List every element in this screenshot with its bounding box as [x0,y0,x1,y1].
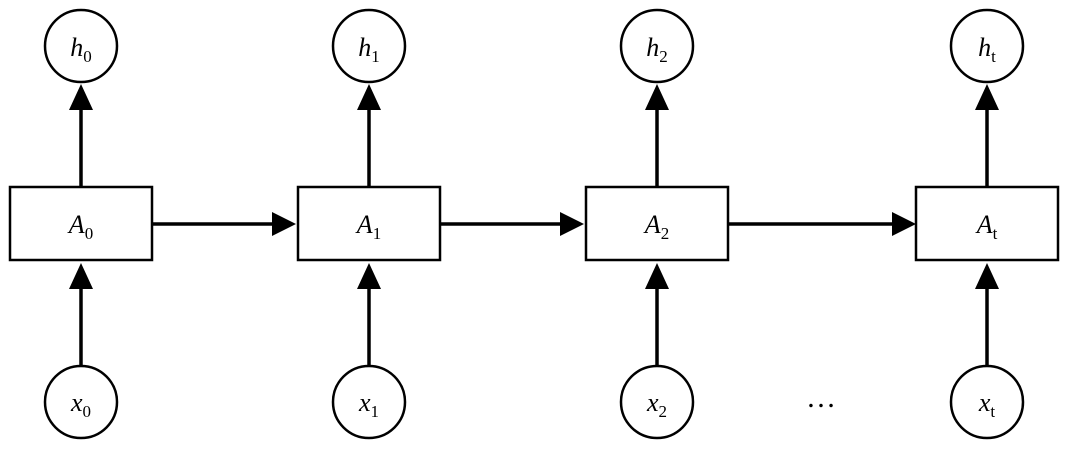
output-label: h [70,33,83,62]
input-to-cell-edge [645,263,669,366]
svg-text:h2: h2 [646,33,668,66]
cell-subscript: t [993,224,998,243]
cell-to-output-edge [645,84,669,186]
output-label: h [358,33,371,62]
sequence-ellipsis: … [806,381,836,414]
cell-subscript: 1 [373,224,382,243]
output-node: ht [949,8,1025,84]
cell-box: A1 [296,185,442,262]
cell-label: A [355,210,373,239]
input-subscript: 0 [83,402,92,421]
input-node: x2 [619,364,695,440]
input-node: x1 [331,364,407,440]
output-subscript: t [991,47,996,66]
svg-text:x1: x1 [358,388,379,421]
cell-label: A [975,210,993,239]
input-node: xt [949,364,1025,440]
output-subscript: 2 [659,47,668,66]
svg-text:A0: A0 [67,210,93,243]
cell-subscript: 0 [85,224,94,243]
output-node: h1 [331,8,407,84]
input-label: x [978,388,991,417]
recurrent-edge-2-t [729,212,916,236]
output-label: h [978,33,991,62]
svg-text:x0: x0 [70,388,91,421]
recurrent-edge-1-2 [441,212,584,236]
cell-box: A0 [8,185,154,262]
svg-text:At: At [975,210,998,243]
timestep-2: h2 A2 x2 [584,8,730,440]
input-label: x [358,388,371,417]
cell-box: A2 [584,185,730,262]
svg-text:h1: h1 [358,33,380,66]
input-to-cell-edge [69,263,93,366]
output-subscript: 0 [83,47,92,66]
timestep-t: ht At xt [914,8,1060,440]
svg-text:A1: A1 [355,210,381,243]
input-subscript: 1 [371,402,380,421]
svg-text:x2: x2 [646,388,667,421]
recurrent-edge-0-1 [153,212,296,236]
timestep-1: h1 A1 x1 [296,8,442,440]
cell-subscript: 2 [661,224,670,243]
svg-text:ht: ht [978,33,996,66]
svg-text:A2: A2 [643,210,669,243]
svg-text:xt: xt [978,388,996,421]
input-to-cell-edge [357,263,381,366]
output-node: h0 [43,8,119,84]
cell-to-output-edge [357,84,381,186]
timestep-0: h0 A0 x0 [8,8,154,440]
cell-to-output-edge [975,84,999,186]
cell-label: A [67,210,85,239]
cell-box: At [914,185,1060,262]
output-subscript: 1 [371,47,380,66]
input-node: x0 [43,364,119,440]
output-node: h2 [619,8,695,84]
cell-label: A [643,210,661,239]
input-subscript: t [990,402,995,421]
svg-text:h0: h0 [70,33,92,66]
output-label: h [646,33,659,62]
input-label: x [646,388,659,417]
cell-to-output-edge [69,84,93,186]
input-subscript: 2 [659,402,668,421]
input-to-cell-edge [975,263,999,366]
input-label: x [70,388,83,417]
